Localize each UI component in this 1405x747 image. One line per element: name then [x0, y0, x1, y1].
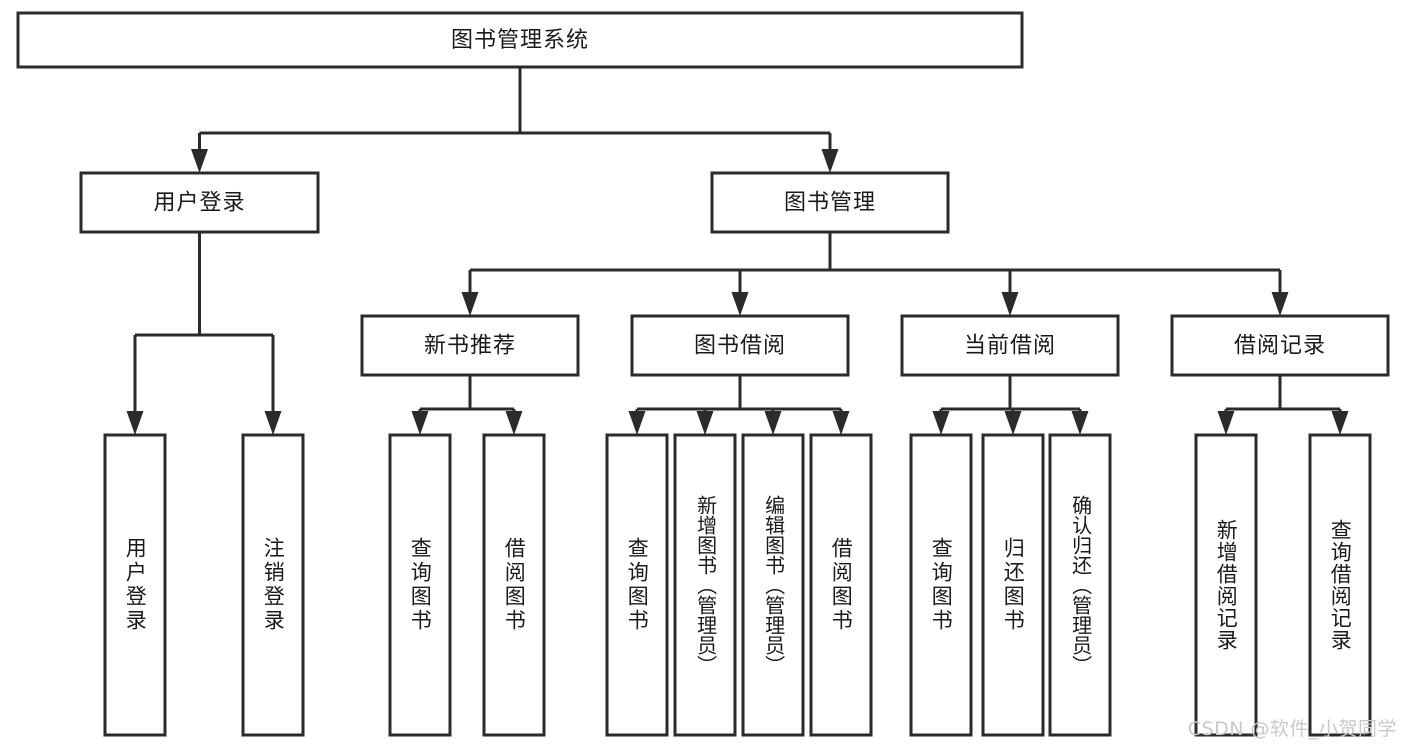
arrow-head-icon	[505, 411, 523, 435]
edge-group-bookmgmt	[461, 232, 1289, 316]
node-box-bookmgmt[interactable]	[710, 171, 950, 234]
arrow-head-icon	[1004, 411, 1022, 435]
arrow-head-icon	[932, 411, 950, 435]
node-box-leaf8[interactable]	[809, 433, 873, 737]
edge-group-login	[126, 232, 282, 435]
node-label-bookmgmt: 图书管理	[784, 191, 876, 216]
arrow-head-icon	[191, 149, 208, 173]
arrow-head-icon	[1217, 411, 1235, 435]
arrow-head-icon	[1331, 411, 1349, 435]
node-box-leaf3[interactable]	[388, 433, 452, 737]
arrow-head-icon	[628, 411, 646, 435]
arrow-head-icon	[411, 411, 429, 435]
connector-layer	[126, 67, 1349, 435]
edge-group-root	[191, 67, 839, 173]
arrow-head-icon	[832, 411, 850, 435]
edge-group-borrow	[628, 375, 850, 435]
node-box-leaf10[interactable]	[981, 433, 1045, 737]
node-label-login: 用户登录	[153, 191, 245, 216]
watermark: CSDN @软件_小贺同学	[1187, 718, 1397, 740]
node-box-borrow[interactable]	[630, 314, 850, 377]
arrow-head-icon	[461, 292, 479, 316]
arrow-head-icon	[1071, 411, 1089, 435]
arrow-head-icon	[731, 292, 749, 316]
arrow-head-icon	[1271, 292, 1289, 316]
node-box-record[interactable]	[1170, 314, 1390, 377]
arrow-head-icon	[764, 411, 782, 435]
node-box-leaf12[interactable]	[1194, 433, 1258, 737]
edge-group-newbook	[411, 375, 523, 435]
arrow-head-icon	[696, 411, 714, 435]
arrow-head-icon	[1001, 292, 1019, 316]
node-box-leaf13[interactable]	[1308, 433, 1372, 737]
arrow-head-icon	[264, 411, 282, 435]
node-box-newbook[interactable]	[360, 314, 580, 377]
node-box-leaf5[interactable]	[605, 433, 669, 737]
node-box-layer	[16, 11, 1390, 737]
edge-group-record	[1217, 375, 1349, 435]
node-label-record: 借阅记录	[1234, 334, 1326, 359]
node-box-leaf11[interactable]	[1048, 433, 1112, 737]
node-box-root[interactable]	[16, 11, 1024, 69]
node-label-current: 当前借阅	[964, 334, 1056, 359]
node-box-leaf7[interactable]	[741, 433, 805, 737]
arrow-head-icon	[126, 411, 144, 435]
node-box-leaf6[interactable]	[673, 433, 737, 737]
node-label-newbook: 新书推荐	[424, 334, 516, 359]
node-box-login[interactable]	[79, 171, 320, 234]
node-label-root: 图书管理系统	[451, 28, 589, 53]
node-box-current[interactable]	[900, 314, 1120, 377]
node-box-leaf1[interactable]	[103, 433, 167, 737]
arrow-head-icon	[821, 149, 839, 173]
node-box-leaf2[interactable]	[241, 433, 305, 737]
node-box-leaf9[interactable]	[909, 433, 973, 737]
edge-group-current	[932, 375, 1089, 435]
node-box-leaf4[interactable]	[482, 433, 546, 737]
node-label-borrow: 图书借阅	[694, 334, 786, 359]
